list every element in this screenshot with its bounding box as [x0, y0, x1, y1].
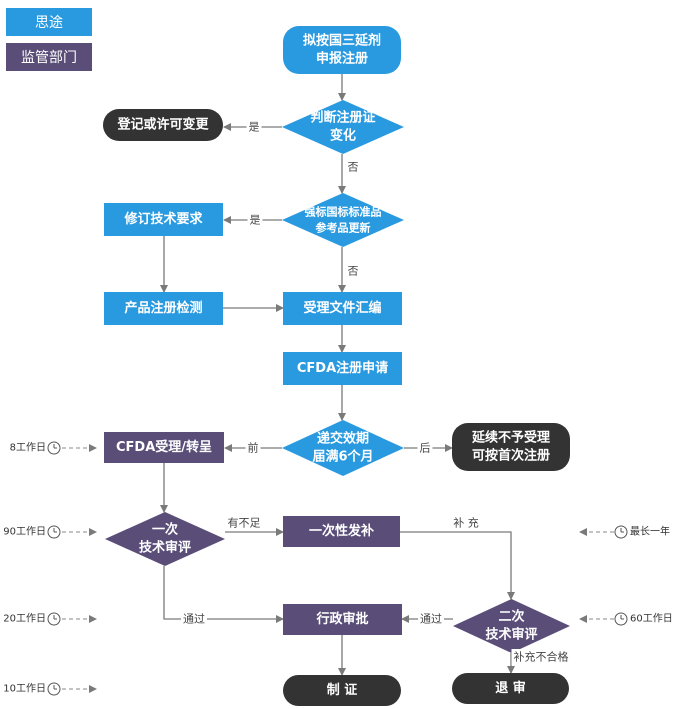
node-judge-change-text: 判断注册证 — [310, 110, 375, 126]
node-start-text: 拟按国三延剂 — [303, 33, 381, 49]
node-certify-text: 制 证 — [327, 682, 358, 698]
edge-supplement-review2 — [400, 531, 515, 600]
node-revise-req: 修订技术要求 — [104, 203, 223, 236]
node-judge-change-text: 变化 — [330, 128, 356, 144]
node-admin-approve: 行政审批 — [283, 604, 402, 635]
svg-text:8工作日: 8工作日 — [10, 442, 46, 454]
node-reject: 退 审 — [452, 673, 569, 704]
node-first-review-text: 一次 — [152, 522, 178, 538]
timing-t1: 8工作日 — [10, 441, 97, 455]
node-submit-check-text: 届满6个月 — [312, 449, 373, 465]
node-supplement-text: 一次性发补 — [309, 523, 374, 539]
node-register-change: 登记或许可变更 — [103, 109, 223, 141]
edge-label-before: 前 — [248, 441, 259, 455]
svg-text:90工作日: 90工作日 — [3, 526, 46, 538]
edge-label-supplement: 补 充 — [453, 516, 479, 530]
svg-text:最长一年: 最长一年 — [630, 525, 670, 538]
node-no-accept-text: 延续不予受理 — [471, 430, 550, 446]
node-admin-approve-text: 行政审批 — [315, 611, 368, 627]
edge-label-yes2: 是 — [250, 214, 261, 227]
node-submit-check-text: 递交效期 — [317, 431, 369, 447]
node-cfda-accept: CFDA受理/转呈 — [104, 432, 224, 463]
timing-t3: 20工作日 — [3, 612, 97, 626]
edge-label-insufficient: 有不足 — [228, 516, 261, 530]
node-doc-compile-text: 受理文件汇编 — [303, 300, 381, 316]
node-no-accept-text: 可按首次注册 — [472, 448, 550, 464]
svg-text:60工作日: 60工作日 — [630, 613, 673, 625]
node-revise-req-text: 修订技术要求 — [123, 211, 203, 227]
node-cfda-apply: CFDA注册申请 — [283, 352, 402, 385]
legend-thinktour: 思途 — [6, 8, 92, 36]
edge-label-after: 后 — [420, 442, 431, 455]
edge-label-fail: 补充不合格 — [514, 650, 569, 664]
node-cfda-apply-text: CFDA注册申请 — [297, 360, 388, 376]
node-certify: 制 证 — [283, 675, 401, 706]
node-supplement: 一次性发补 — [283, 516, 400, 547]
edge-label-no2: 否 — [348, 265, 359, 278]
timing-t4: 10工作日 — [3, 682, 97, 696]
node-ref-update-text: 参考品更新 — [316, 221, 371, 235]
node-first-review-text: 技术审评 — [139, 540, 191, 556]
node-doc-compile: 受理文件汇编 — [283, 292, 402, 325]
node-cfda-accept-text: CFDA受理/转呈 — [116, 439, 212, 455]
legend-regulator: 监管部门 — [6, 43, 92, 71]
edge-label-pass2: 通过 — [420, 613, 442, 626]
node-register-change-text: 登记或许可变更 — [116, 117, 209, 133]
svg-text:10工作日: 10工作日 — [3, 683, 46, 695]
timing-t6: 60工作日 — [579, 612, 673, 626]
svg-text:20工作日: 20工作日 — [3, 613, 46, 625]
node-second-review-text: 技术审评 — [485, 627, 537, 643]
edge-label-yes1: 是 — [249, 121, 260, 134]
node-start-text: 申报注册 — [316, 51, 368, 67]
node-product-test: 产品注册检测 — [104, 292, 223, 325]
node-second-review-text: 二次 — [498, 609, 524, 625]
edge-label-no1: 否 — [348, 161, 359, 174]
node-reject-text: 退 审 — [495, 680, 526, 696]
timing-t2: 90工作日 — [3, 525, 97, 539]
edge-review1-admin — [163, 566, 284, 623]
node-product-test-text: 产品注册检测 — [124, 300, 202, 316]
node-ref-update-text: 强标国标标准品 — [305, 205, 382, 219]
edge-label-pass1: 通过 — [183, 613, 205, 626]
timing-t5: 最长一年 — [579, 525, 670, 539]
